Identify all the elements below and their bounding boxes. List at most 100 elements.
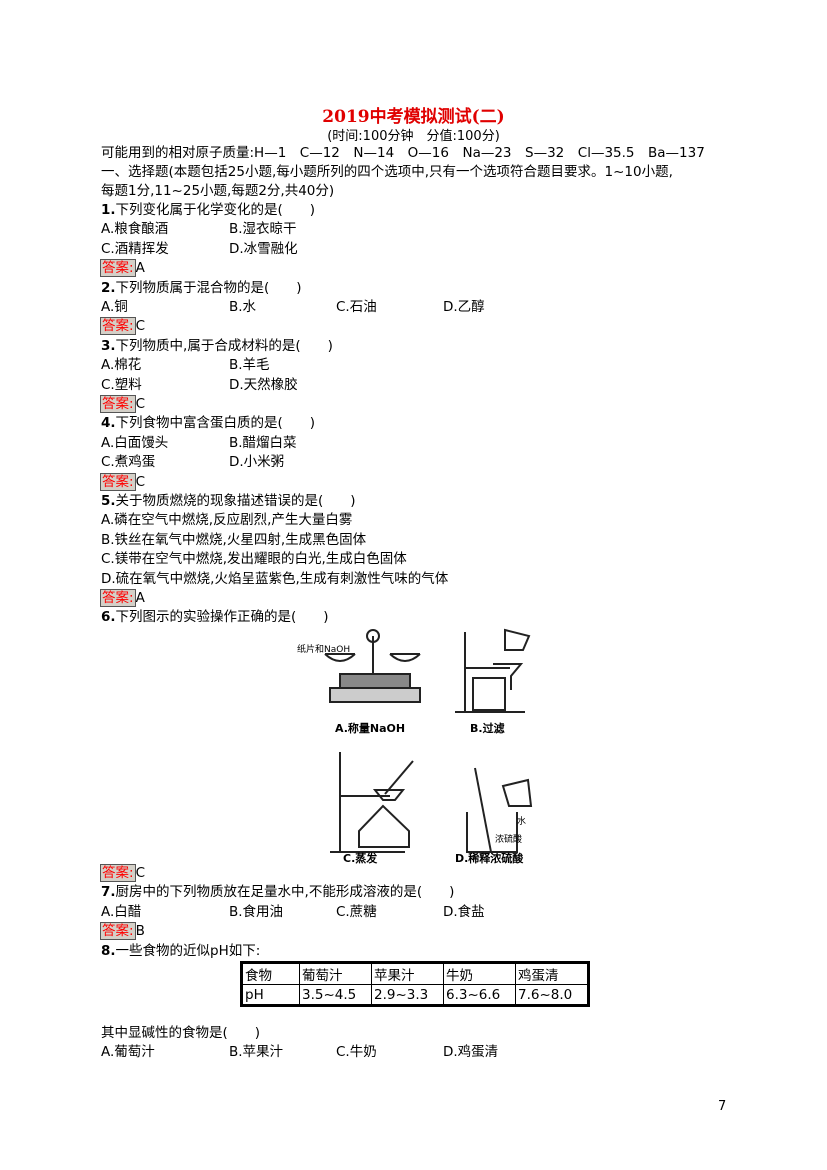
answer-option: D.食盐 [443,903,485,920]
question-8: 8.一些食物的近似pH如下: [101,942,260,961]
answer-option: D.小米粥 [229,454,285,471]
answer-label: 答案: [100,472,136,491]
answer-option: A.白面馒头 [101,434,169,451]
answer-option: A.粮食酿酒 [101,221,169,238]
question-text: 下列物质中,属于合成材料的是( ) [115,337,333,354]
table-cell: 苹果汁 [371,962,444,985]
answer-option: C.煮鸡蛋 [101,454,156,471]
answer-option: B.醋熘白菜 [229,434,297,451]
answer-option: D.鸡蛋清 [443,1044,499,1061]
table-cell: 2.9~3.3 [371,984,444,1006]
answer-value: C [135,396,145,412]
answer-option: C.牛奶 [336,1044,377,1061]
acid-label: 浓硫酸 [495,833,522,845]
answer-label: 答案: [100,259,136,278]
question-number: 5. [101,493,116,509]
answer-value: A [135,590,145,606]
table-row: pH 3.5~4.5 2.9~3.3 6.3~6.6 7.6~8.0 [241,984,589,1006]
question-4: 4.下列食物中富含蛋白质的是( ) [101,414,315,433]
answer-line: 答案:B [100,922,145,941]
answer-value: B [135,923,145,940]
answer-option: B.铁丝在氧气中燃烧,火星四射,生成黑色固体 [101,531,367,548]
answer-option: B.羊毛 [229,357,270,374]
caption-a: A.称量NaOH [335,721,405,735]
filtration-diagram [455,628,531,713]
answer-line: 答案:C [100,472,145,492]
answer-option: D.天然橡胶 [229,376,298,393]
question-number: 8. [101,942,116,959]
answer-option: C.酒精挥发 [101,240,169,257]
answer-option: A.棉花 [101,357,142,374]
experiment-figure: 纸片和NaOH A.称量NaOH B.过滤 C.蒸发 水 浓硫酸 D.稀释浓硫酸 [297,628,533,865]
answer-option: A.铜 [101,299,128,315]
answer-value: C [135,473,145,490]
question-7: 7.厨房中的下列物质放在足量水中,不能形成溶液的是( ) [101,883,454,902]
question-number: 6. [101,609,116,626]
answer-option: B.苹果汁 [229,1044,284,1061]
answer-option: A.白醋 [101,903,142,920]
answer-label: 答案: [100,589,136,607]
answer-line: 答案:C [100,864,145,883]
question-text: 一些食物的近似pH如下: [115,942,261,959]
answer-line: 答案:C [100,317,145,336]
question-text: 下列图示的实验操作正确的是( ) [115,609,329,626]
section-intro: 一、选择题(本题包括25小题,每小题所列的四个选项中,只有一个选项符合题目要求。… [101,164,673,180]
table-cell: 鸡蛋清 [515,962,589,985]
answer-value: A [135,260,145,277]
answer-option: D.冰雪融化 [229,240,298,257]
answer-value: C [135,318,145,335]
table-cell: 6.3~6.6 [443,984,516,1006]
answer-line: 答案:A [100,589,145,608]
dilution-diagram [466,767,533,853]
question-number: 1. [101,202,116,218]
answer-option: B.湿衣晾干 [229,221,297,238]
question-text: 下列物质属于混合物的是( ) [115,279,302,296]
question-text: 下列变化属于化学变化的是( ) [115,202,316,218]
question-number: 2. [101,279,116,296]
page-title: 2019中考模拟测试(二) [322,107,505,127]
caption-b: B.过滤 [470,721,505,735]
table-cell: 7.6~8.0 [515,984,589,1006]
answer-value: C [135,865,145,881]
answer-option: D.硫在氧气中燃烧,火焰呈蓝紫色,生成有刺激性气味的气体 [101,570,449,587]
exam-info: (时间:100分钟 分值:100分) [327,129,500,144]
atomic-masses: 可能用到的相对原子质量:H—1 C—12 N—14 O—16 Na—23 S—3… [101,145,705,161]
question-3: 3.下列物质中,属于合成材料的是( ) [101,337,333,356]
answer-option: A.磷在空气中燃烧,反应剧烈,产生大量白雾 [101,512,353,529]
answer-option: C.镁带在空气中燃烧,发出耀眼的白光,生成白色固体 [101,551,407,568]
question-text: 关于物质燃烧的现象描述错误的是( ) [115,493,356,509]
answer-option: B.食用油 [229,903,284,920]
question-1: 1.下列变化属于化学变化的是( ) [101,201,315,220]
table-cell: 牛奶 [443,962,516,985]
answer-option: C.蔗糖 [336,903,377,920]
balance-diagram [324,629,421,703]
answer-line: 答案:A [100,259,145,278]
question-2: 2.下列物质属于混合物的是( ) [101,279,302,298]
answer-option: A.葡萄汁 [101,1044,155,1061]
question-number: 3. [101,337,116,354]
answer-option: B.水 [229,299,257,315]
table-cell: 食物 [241,962,300,985]
evaporation-diagram [330,752,414,853]
table-cell: 3.5~4.5 [299,984,372,1006]
question-number: 7. [101,884,116,901]
answer-label: 答案: [100,395,136,413]
caption-c: C.蒸发 [343,851,378,865]
answer-option: C.塑料 [101,376,142,393]
answer-label: 答案: [100,864,136,882]
caption-d: D.稀释浓硫酸 [455,851,524,865]
answer-line: 答案:C [100,395,145,414]
question-number: 4. [101,415,116,432]
section-intro-cont: 每题1分,11~25小题,每题2分,共40分) [101,183,335,199]
followup-question: 其中显碱性的食物是( ) [101,1024,260,1043]
water-label: 水 [517,815,526,827]
question-5: 5.关于物质燃烧的现象描述错误的是( ) [101,492,356,511]
answer-label: 答案: [100,317,136,336]
page-number: 7 [718,1099,727,1114]
ph-table: 食物 葡萄汁 苹果汁 牛奶 鸡蛋清 pH 3.5~4.5 2.9~3.3 6.3… [240,961,590,1007]
question-text: 下列食物中富含蛋白质的是( ) [115,415,316,432]
answer-option: C.石油 [336,299,377,315]
table-row: 食物 葡萄汁 苹果汁 牛奶 鸡蛋清 [241,962,589,985]
answer-option: D.乙醇 [443,299,485,315]
question-text: 其中显碱性的食物是( ) [101,1025,261,1041]
